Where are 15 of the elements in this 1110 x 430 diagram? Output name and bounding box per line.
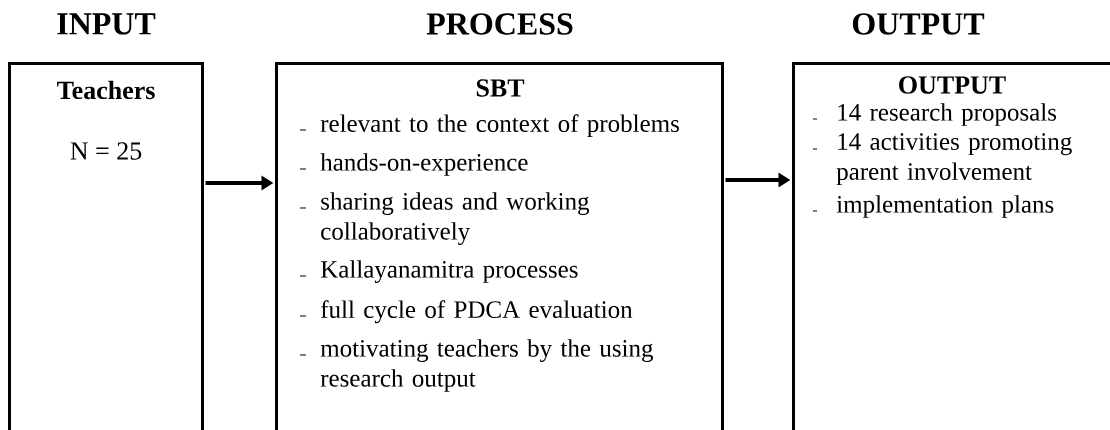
box-title: SBT: [476, 79, 525, 97]
box-text: N = 25: [70, 142, 142, 160]
box-title: Teachers: [57, 80, 155, 100]
column-heading: INPUT: [57, 13, 156, 35]
bullet-item: 14 research proposals: [838, 103, 1057, 126]
bullet-item: motivating teachers by the using research output: [320, 339, 654, 392]
bullet-item: Kallayanamitra processes: [320, 260, 578, 283]
box-title: OUTPUT: [899, 76, 1006, 94]
bullet-item: full cycle of PDCA evaluation: [321, 300, 633, 324]
bullet-item: relevant to the context of problems: [320, 114, 679, 138]
bullet-item: sharing ideas and working collaboratively: [321, 192, 590, 245]
bullet-item: hands-on-experience: [320, 153, 528, 176]
column-heading: PROCESS: [426, 13, 573, 35]
bullet-item: implementation plans: [836, 195, 1054, 218]
column-heading: OUTPUT: [852, 13, 985, 35]
